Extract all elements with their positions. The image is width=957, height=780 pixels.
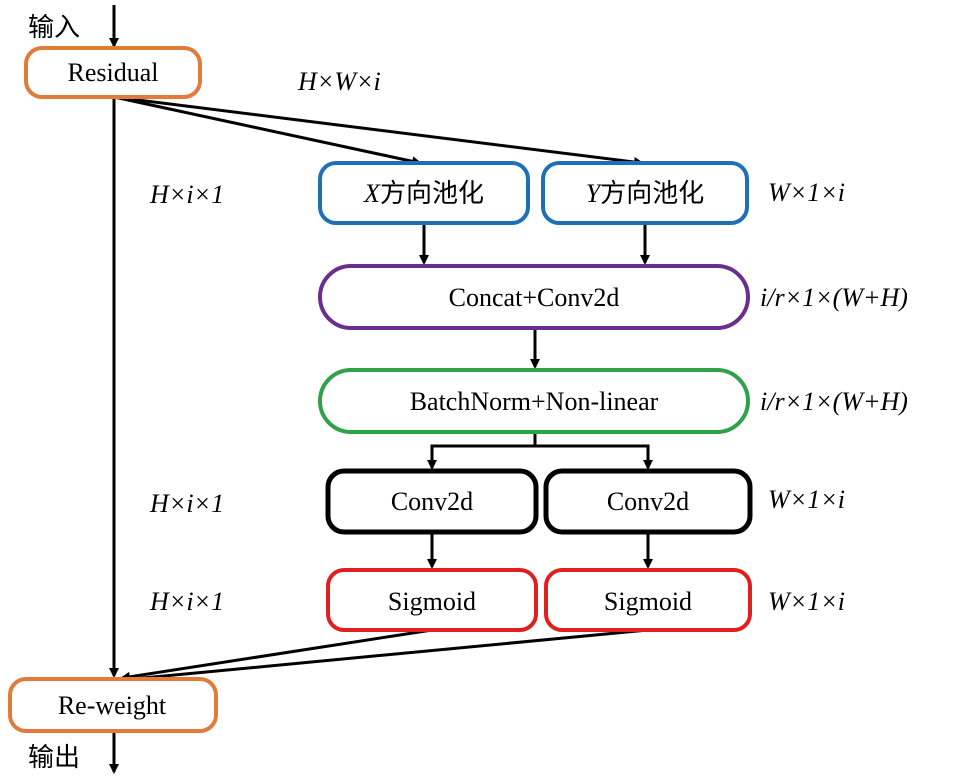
sig-right-node: Sigmoid <box>544 568 752 632</box>
conv-right-node: Conv2d <box>543 468 753 535</box>
y-pool-prefix: Y <box>586 179 603 208</box>
x-pool-suffix: 方向池化 <box>380 179 484 209</box>
x-pool-prefix: X <box>363 179 381 208</box>
dim-sig-right: W×1×i <box>768 587 845 616</box>
bn-split <box>427 432 537 470</box>
sig-right-label: Sigmoid <box>604 587 692 616</box>
conv-left-node: Conv2d <box>325 468 539 535</box>
dim-conv-right: W×1×i <box>768 485 845 514</box>
x-pool-label: X方向池化 <box>363 179 484 209</box>
dimension-labels: H×W×i H×i×1 W×1×i i/r×1×(W+H) i/r×1×(W+H… <box>149 67 908 616</box>
residual-label: Residual <box>68 58 159 87</box>
sig-right-to-reweight <box>120 628 649 685</box>
dim-sig-left: H×i×1 <box>149 587 224 616</box>
y-pool-label: Y方向池化 <box>586 179 704 209</box>
bn-split-right <box>535 444 653 470</box>
residual-node: Residual <box>24 46 202 99</box>
input-label: 输入 <box>28 13 80 43</box>
conv-right-label: Conv2d <box>607 487 689 516</box>
dim-residual-out: H×W×i <box>297 67 381 96</box>
concat-node: Concat+Conv2d <box>318 264 750 330</box>
y-pool-suffix: 方向池化 <box>600 179 704 209</box>
y-pool-node: Y方向池化 <box>541 161 749 225</box>
reweight-node: Re-weight <box>8 677 218 733</box>
sig-left-node: Sigmoid <box>326 568 538 632</box>
dim-x-pool: H×i×1 <box>149 180 224 209</box>
bn-node: BatchNorm+Non-linear <box>318 368 750 434</box>
connectors <box>109 5 653 774</box>
sig-left-label: Sigmoid <box>388 587 476 616</box>
sig-left-to-reweight <box>120 628 433 682</box>
dim-concat: i/r×1×(W+H) <box>760 283 908 312</box>
dim-conv-left: H×i×1 <box>149 489 224 518</box>
x-pool-node: X方向池化 <box>318 161 530 225</box>
dim-y-pool: W×1×i <box>768 178 845 207</box>
bn-label: BatchNorm+Non-linear <box>410 387 659 416</box>
conv-left-label: Conv2d <box>391 487 473 516</box>
residual-to-xpool <box>113 95 422 167</box>
dim-bn: i/r×1×(W+H) <box>760 387 908 416</box>
reweight-label: Re-weight <box>58 691 167 720</box>
residual-to-ypool <box>113 95 644 167</box>
concat-label: Concat+Conv2d <box>449 283 620 312</box>
output-label: 输出 <box>28 743 80 773</box>
